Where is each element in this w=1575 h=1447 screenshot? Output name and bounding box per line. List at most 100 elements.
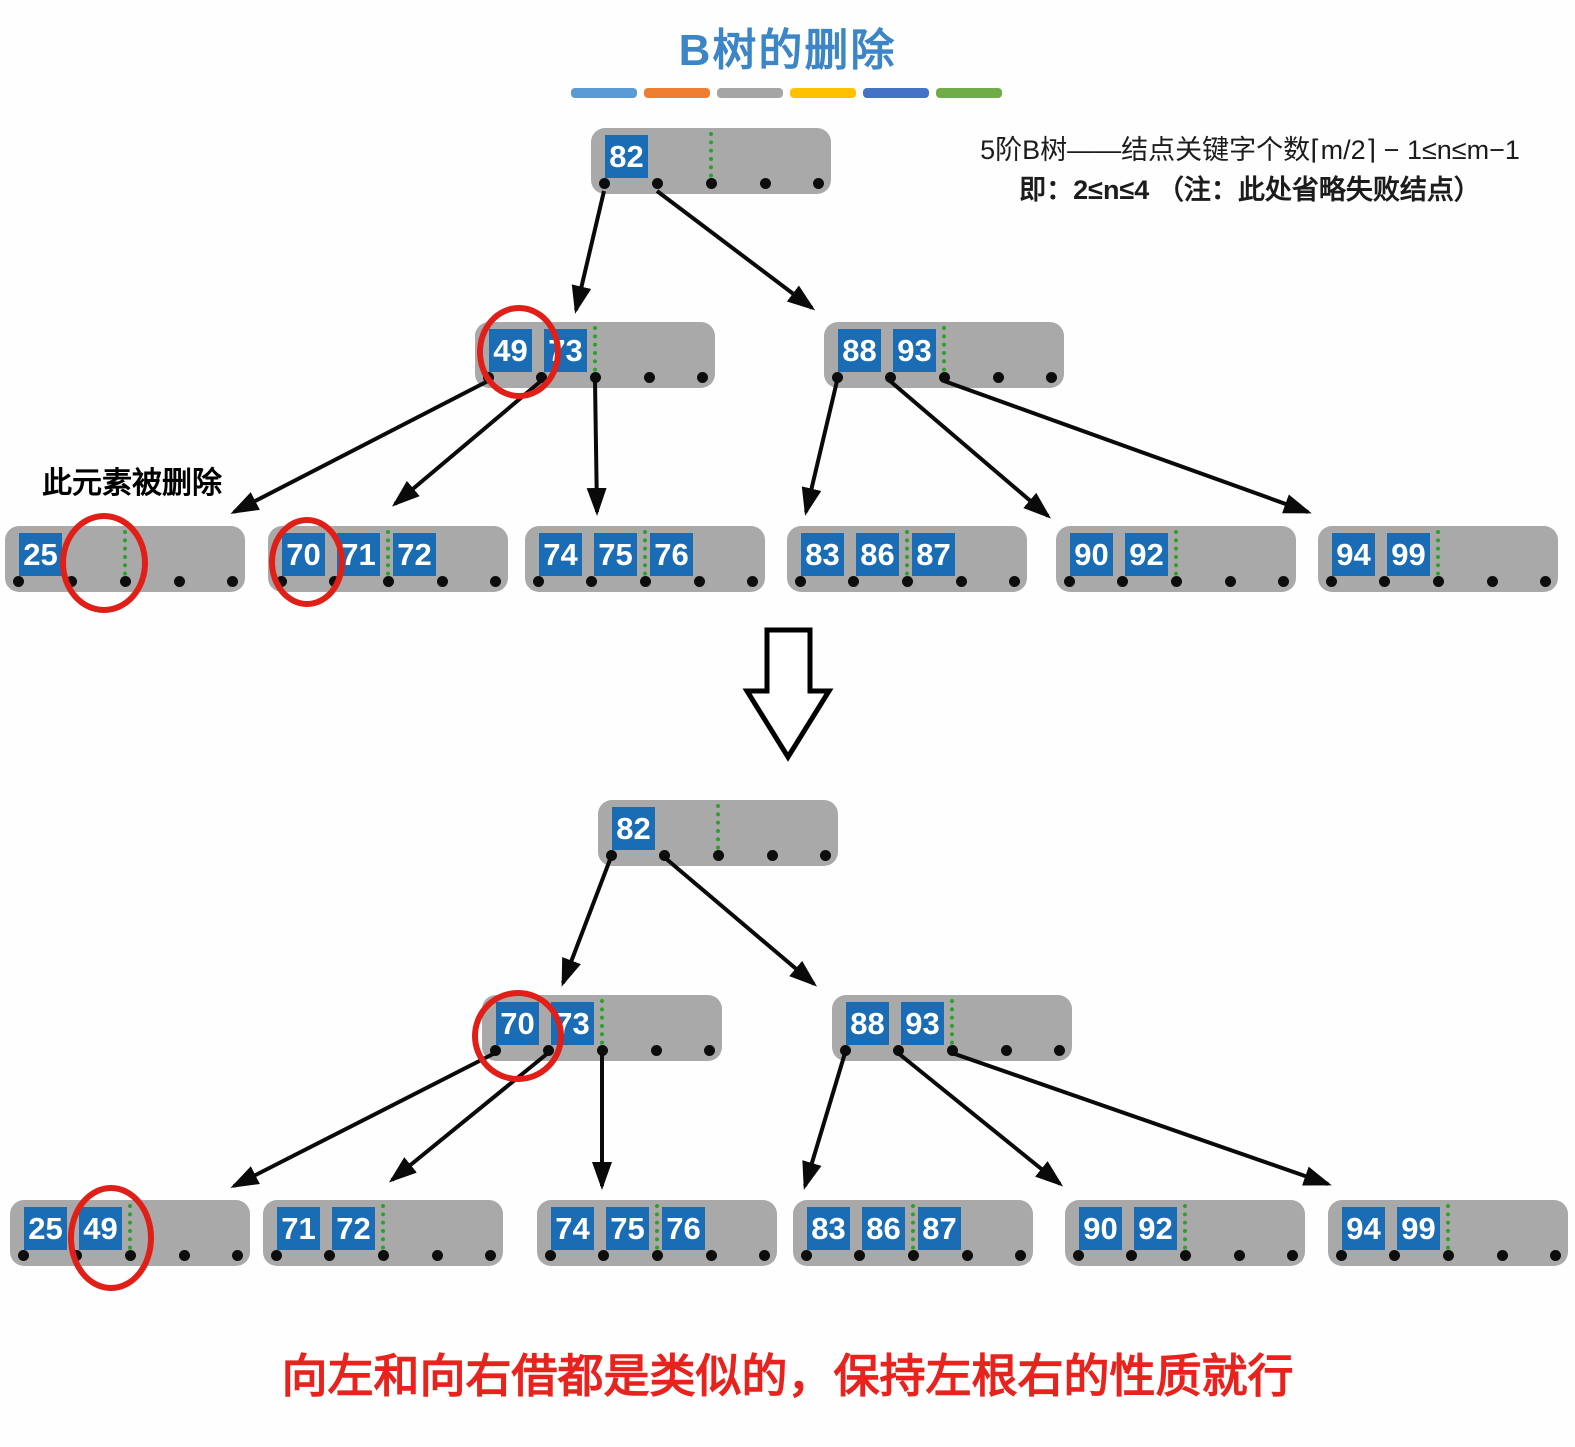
child-pointer-dot (854, 1250, 865, 1261)
edge-arrow (802, 1052, 847, 1190)
node-key: 76 (662, 1207, 705, 1250)
min-fill-divider (950, 999, 954, 1053)
order-note-line1: 5阶B树——结点关键字个数⌈m/2⌉ − 1≤n≤m−1 (980, 135, 1520, 165)
child-pointer-dot (704, 1045, 715, 1056)
child-pointer-dot (1046, 372, 1057, 383)
child-pointer-dot (586, 576, 597, 587)
child-pointer-dots (1318, 526, 1558, 592)
node-key: 75 (594, 533, 637, 576)
after-leaf-4: 83 86 87 (793, 1200, 1033, 1266)
child-pointer-dot (694, 576, 705, 587)
child-pointer-dot (848, 576, 859, 587)
child-pointer-dots (537, 1200, 777, 1266)
child-pointer-dot (1287, 1250, 1298, 1261)
child-pointer-dot (533, 576, 544, 587)
underline-bar (863, 88, 929, 98)
child-pointer-dot (1009, 576, 1020, 587)
child-pointer-dot (1487, 576, 1498, 587)
child-pointer-dot (993, 372, 1004, 383)
child-pointer-dot (840, 1045, 851, 1056)
child-pointer-dot (651, 1045, 662, 1056)
edge-arrow (561, 856, 613, 987)
before-leaf-5: 90 92 (1056, 526, 1296, 592)
child-pointer-dots (525, 526, 765, 592)
underline-bar (936, 88, 1002, 98)
node-key: 88 (838, 329, 881, 372)
child-pointer-dot (813, 178, 824, 189)
node-key: 83 (807, 1207, 850, 1250)
node-key: 74 (551, 1207, 594, 1250)
node-key: 76 (650, 533, 693, 576)
edge-arrow (391, 379, 543, 507)
child-pointer-dot (1443, 1250, 1454, 1261)
child-pointer-dot (659, 850, 670, 861)
edge-arrow (951, 1051, 1332, 1186)
underline-bar (790, 88, 856, 98)
child-pointer-dot (1001, 1045, 1012, 1056)
child-pointer-dot (174, 576, 185, 587)
highlight-circle-before-70 (269, 517, 345, 607)
child-pointer-dot (1234, 1250, 1245, 1261)
after-leaf-5: 90 92 (1065, 1200, 1305, 1266)
child-pointer-dots (1328, 1200, 1568, 1266)
node-key: 93 (901, 1002, 944, 1045)
after-leaf-2: 71 72 (263, 1200, 503, 1266)
min-fill-divider (905, 530, 909, 584)
child-pointer-dot (378, 1250, 389, 1261)
transition-down-arrow (742, 627, 834, 762)
child-pointer-dot (1540, 576, 1551, 587)
min-fill-divider (942, 326, 946, 380)
node-key: 90 (1070, 533, 1113, 576)
child-pointer-dot (832, 372, 843, 383)
child-pointer-dot (640, 576, 651, 587)
node-key: 94 (1342, 1207, 1385, 1250)
after-internal-right-node: 88 93 (832, 995, 1072, 1061)
node-key: 88 (846, 1002, 889, 1045)
child-pointer-dot (13, 576, 24, 587)
node-key: 86 (862, 1207, 905, 1250)
child-pointer-dot (18, 1250, 29, 1261)
min-fill-divider (600, 999, 604, 1053)
child-pointer-dot (1326, 576, 1337, 587)
order-note: 5阶B树——结点关键字个数⌈m/2⌉ − 1≤n≤m−1 即：2≤n≤4 （注：… (942, 130, 1558, 210)
child-pointer-dots (824, 322, 1064, 388)
child-pointer-dot (232, 1250, 243, 1261)
child-pointer-dot (893, 1045, 904, 1056)
node-key: 75 (606, 1207, 649, 1250)
node-key: 25 (24, 1207, 67, 1250)
edge-arrow (230, 379, 489, 514)
child-pointer-dot (599, 178, 610, 189)
min-fill-divider (1436, 530, 1440, 584)
edge-arrow (230, 1051, 496, 1188)
child-pointer-dot (902, 576, 913, 587)
child-pointer-dot (1225, 576, 1236, 587)
child-pointer-dot (1336, 1250, 1347, 1261)
child-pointer-dot (485, 1250, 496, 1261)
node-key: 83 (801, 533, 844, 576)
child-pointer-dot (706, 178, 717, 189)
node-key: 94 (1332, 533, 1375, 576)
child-pointer-dot (1073, 1250, 1084, 1261)
child-pointer-dots (591, 128, 831, 194)
after-root-node: 82 (598, 800, 838, 866)
deleted-element-label: 此元素被删除 (42, 467, 222, 500)
child-pointer-dot (760, 178, 771, 189)
node-key: 82 (605, 135, 648, 178)
child-pointer-dot (1550, 1250, 1561, 1261)
node-key: 92 (1125, 533, 1168, 576)
child-pointer-dot (820, 850, 831, 861)
order-note-line2: 即：2≤n≤4 （注：此处省略失败结点） (1019, 175, 1481, 205)
node-key: 99 (1397, 1207, 1440, 1250)
edge-arrow (943, 379, 1312, 514)
min-fill-divider (386, 530, 390, 584)
child-pointer-dot (706, 1250, 717, 1261)
child-pointer-dots (263, 1200, 503, 1266)
min-fill-divider (911, 1204, 915, 1258)
child-pointer-dot (179, 1250, 190, 1261)
edge-arrow (586, 380, 607, 516)
child-pointer-dot (597, 1045, 608, 1056)
highlight-circle-before-49 (477, 305, 561, 399)
child-pointer-dot (759, 1250, 770, 1261)
child-pointer-dots (832, 995, 1072, 1061)
